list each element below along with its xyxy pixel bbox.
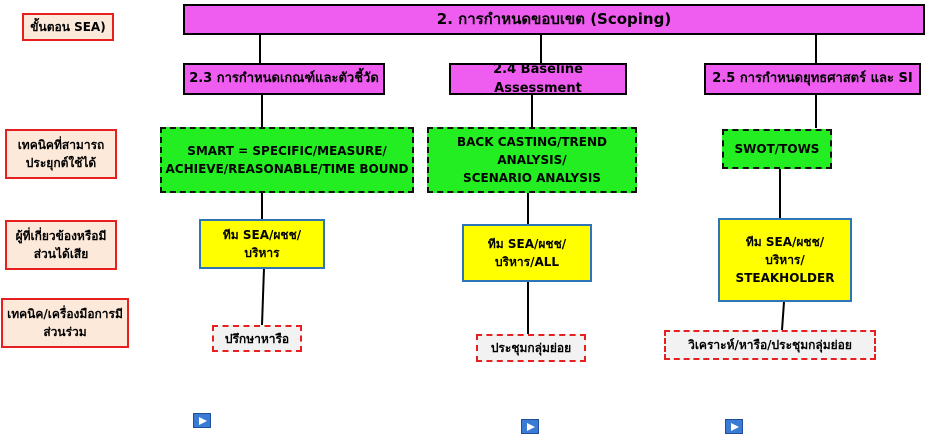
participation-label: เทคนิค/เครื่องมือการมี ส่วนร่วม — [1, 298, 129, 348]
stage-box-2-5: 2.5 การกำหนดยุทธศาสตร์ และ SI — [704, 63, 921, 95]
participation-label-line-2: ส่วนร่วม — [43, 325, 87, 339]
method-box-2-4: ประชุมกลุ่มย่อย — [476, 334, 586, 362]
stakeholder-line: บริหาร/ — [765, 253, 805, 267]
method-label: วิเคราะห์/หารือ/ประชุมกลุ่มย่อย — [688, 338, 852, 352]
play-icon[interactable] — [193, 413, 211, 428]
scoping-title-box: 2. การกำหนดขอบเขต (Scoping) — [183, 4, 925, 35]
stage-label: 2.3 การกำหนดเกณฑ์และตัวชี้วัด — [189, 71, 379, 87]
technique-line: ACHIEVE/REASONABLE/TIME BOUND — [165, 162, 409, 176]
technique-box-2-3: SMART = SPECIFIC/MEASURE/ ACHIEVE/REASON… — [160, 127, 414, 193]
technique-line: SMART = SPECIFIC/MEASURE/ — [187, 144, 387, 158]
method-label: ปรึกษาหารือ — [224, 331, 290, 346]
technique-line: BACK CASTING/TREND ANALYSIS/ — [456, 135, 607, 167]
step-label-text: ขั้นตอน SEA) — [30, 20, 106, 34]
stakeholder-box-2-4: ทีม SEA/ผชช/ บริหาร/ALL — [462, 224, 592, 282]
stakeholder-label-line-2: ส่วนได้เสีย — [33, 247, 89, 261]
technique-label-line-1: เทคนิคที่สามารถ — [17, 138, 105, 152]
participation-label-line-1: เทคนิค/เครื่องมือการมี — [7, 307, 123, 321]
technique-line: SCENARIO ANALYSIS — [463, 171, 601, 185]
stakeholder-line: บริหาร/ALL — [494, 255, 560, 269]
stakeholder-line: ทีม SEA/ผชช/ — [487, 237, 567, 251]
stakeholder-box-2-3: ทีม SEA/ผชช/ บริหาร — [199, 219, 325, 269]
stakeholder-label-line-1: ผู้ที่เกี่ยวข้องหรือมี — [15, 229, 107, 243]
technique-box-2-4: BACK CASTING/TREND ANALYSIS/ SCENARIO AN… — [427, 127, 637, 193]
stage-label: 2.4 Baseline Assessment — [493, 61, 583, 97]
method-box-2-5: วิเคราะห์/หารือ/ประชุมกลุ่มย่อย — [664, 330, 876, 360]
technique-line: SWOT/TOWS — [734, 142, 820, 156]
stage-box-2-4: 2.4 Baseline Assessment — [449, 62, 627, 96]
stakeholder-line: STEAKHOLDER — [735, 271, 835, 285]
stakeholder-label: ผู้ที่เกี่ยวข้องหรือมี ส่วนได้เสีย — [5, 220, 117, 270]
stakeholder-line: บริหาร — [244, 246, 280, 260]
stage-box-2-3: 2.3 การกำหนดเกณฑ์และตัวชี้วัด — [183, 63, 385, 95]
play-icon[interactable] — [725, 419, 743, 434]
stage-label: 2.5 การกำหนดยุทธศาสตร์ และ SI — [712, 71, 913, 87]
technique-label: เทคนิคที่สามารถ ประยุกต์ใช้ได้ — [5, 129, 117, 179]
step-label: ขั้นตอน SEA) — [22, 13, 114, 41]
play-icon[interactable] — [521, 419, 539, 434]
technique-label-line-2: ประยุกต์ใช้ได้ — [25, 156, 97, 170]
scoping-title: 2. การกำหนดขอบเขต (Scoping) — [436, 10, 672, 29]
technique-box-2-5: SWOT/TOWS — [722, 129, 832, 169]
stakeholder-line: ทีม SEA/ผชช/ — [222, 228, 302, 242]
stakeholder-line: ทีม SEA/ผชช/ — [745, 235, 825, 249]
stakeholder-box-2-5: ทีม SEA/ผชช/ บริหาร/ STEAKHOLDER — [718, 218, 852, 302]
method-label: ประชุมกลุ่มย่อย — [490, 341, 572, 355]
method-box-2-3: ปรึกษาหารือ — [212, 325, 302, 352]
